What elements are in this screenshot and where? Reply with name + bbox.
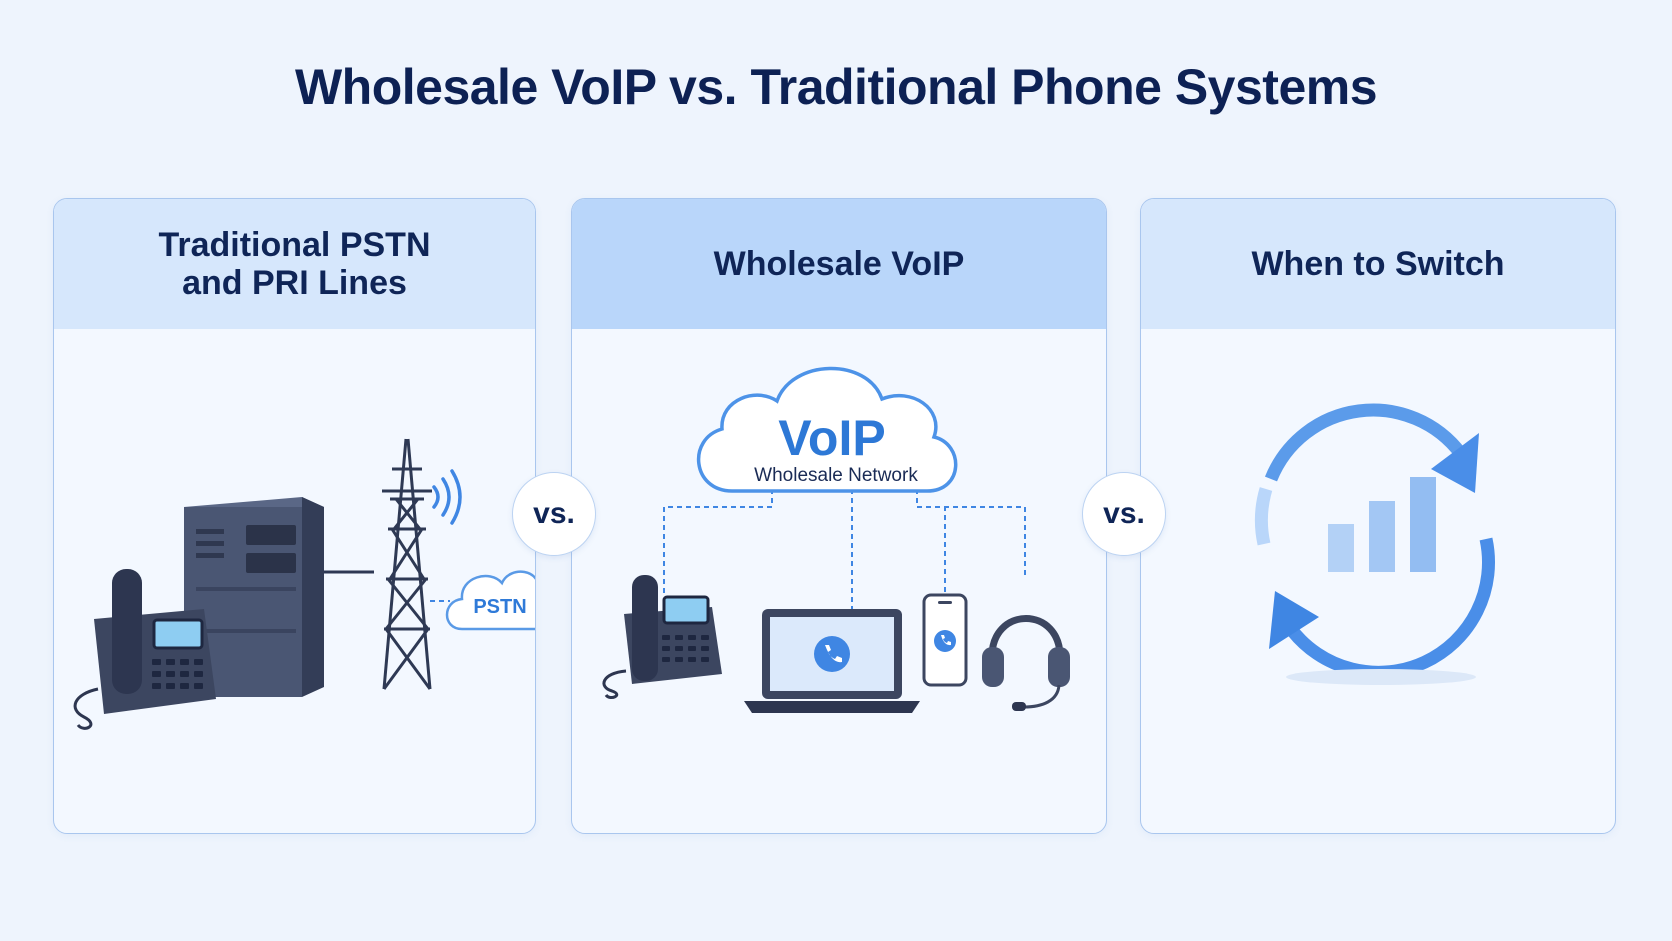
switch-illustration — [1254, 403, 1495, 685]
voip-illustration: VoIP Wholesale Network — [602, 366, 1070, 713]
cloud-icon: VoIP Wholesale Network — [696, 366, 958, 493]
panel-heading-switch: When to Switch — [1141, 199, 1615, 329]
headset-icon — [982, 615, 1070, 711]
cloud-title: VoIP — [778, 410, 885, 466]
heading-line-2: and PRI Lines — [182, 264, 407, 302]
when-to-switch-panel: When to Switch — [1140, 198, 1616, 834]
vs-badge-left: vs. — [512, 472, 596, 556]
transmission-tower-icon — [382, 438, 432, 690]
network-connectors — [663, 489, 1026, 611]
phone-call-icon — [814, 636, 850, 672]
desk-phone-icon — [602, 575, 722, 699]
smartphone-icon — [922, 593, 968, 687]
signal-waves-icon — [432, 469, 462, 525]
laptop-icon — [744, 609, 920, 713]
vs-badge-right: vs. — [1082, 472, 1166, 556]
traditional-illustration: PSTN — [73, 438, 535, 730]
refresh-cycle-icon — [1254, 403, 1495, 679]
wholesale-voip-panel: Wholesale VoIP VoIP Wholesale Network — [571, 198, 1107, 834]
shadow — [1286, 669, 1476, 685]
heading-line-1: Traditional PSTN — [158, 226, 431, 264]
pstn-label: PSTN — [473, 596, 526, 618]
traditional-pstn-panel: Traditional PSTN and PRI Lines — [53, 198, 536, 834]
server-icon — [184, 497, 324, 697]
panel-heading-traditional: Traditional PSTN and PRI Lines — [54, 199, 535, 329]
desk-phone-icon — [73, 569, 216, 730]
cloud-icon: PSTN — [445, 570, 535, 631]
cloud-subtitle: Wholesale Network — [754, 465, 918, 486]
page-title: Wholesale VoIP vs. Traditional Phone Sys… — [294, 59, 1378, 115]
bar-chart-icon — [1328, 477, 1436, 572]
panel-heading-voip: Wholesale VoIP — [572, 199, 1106, 329]
